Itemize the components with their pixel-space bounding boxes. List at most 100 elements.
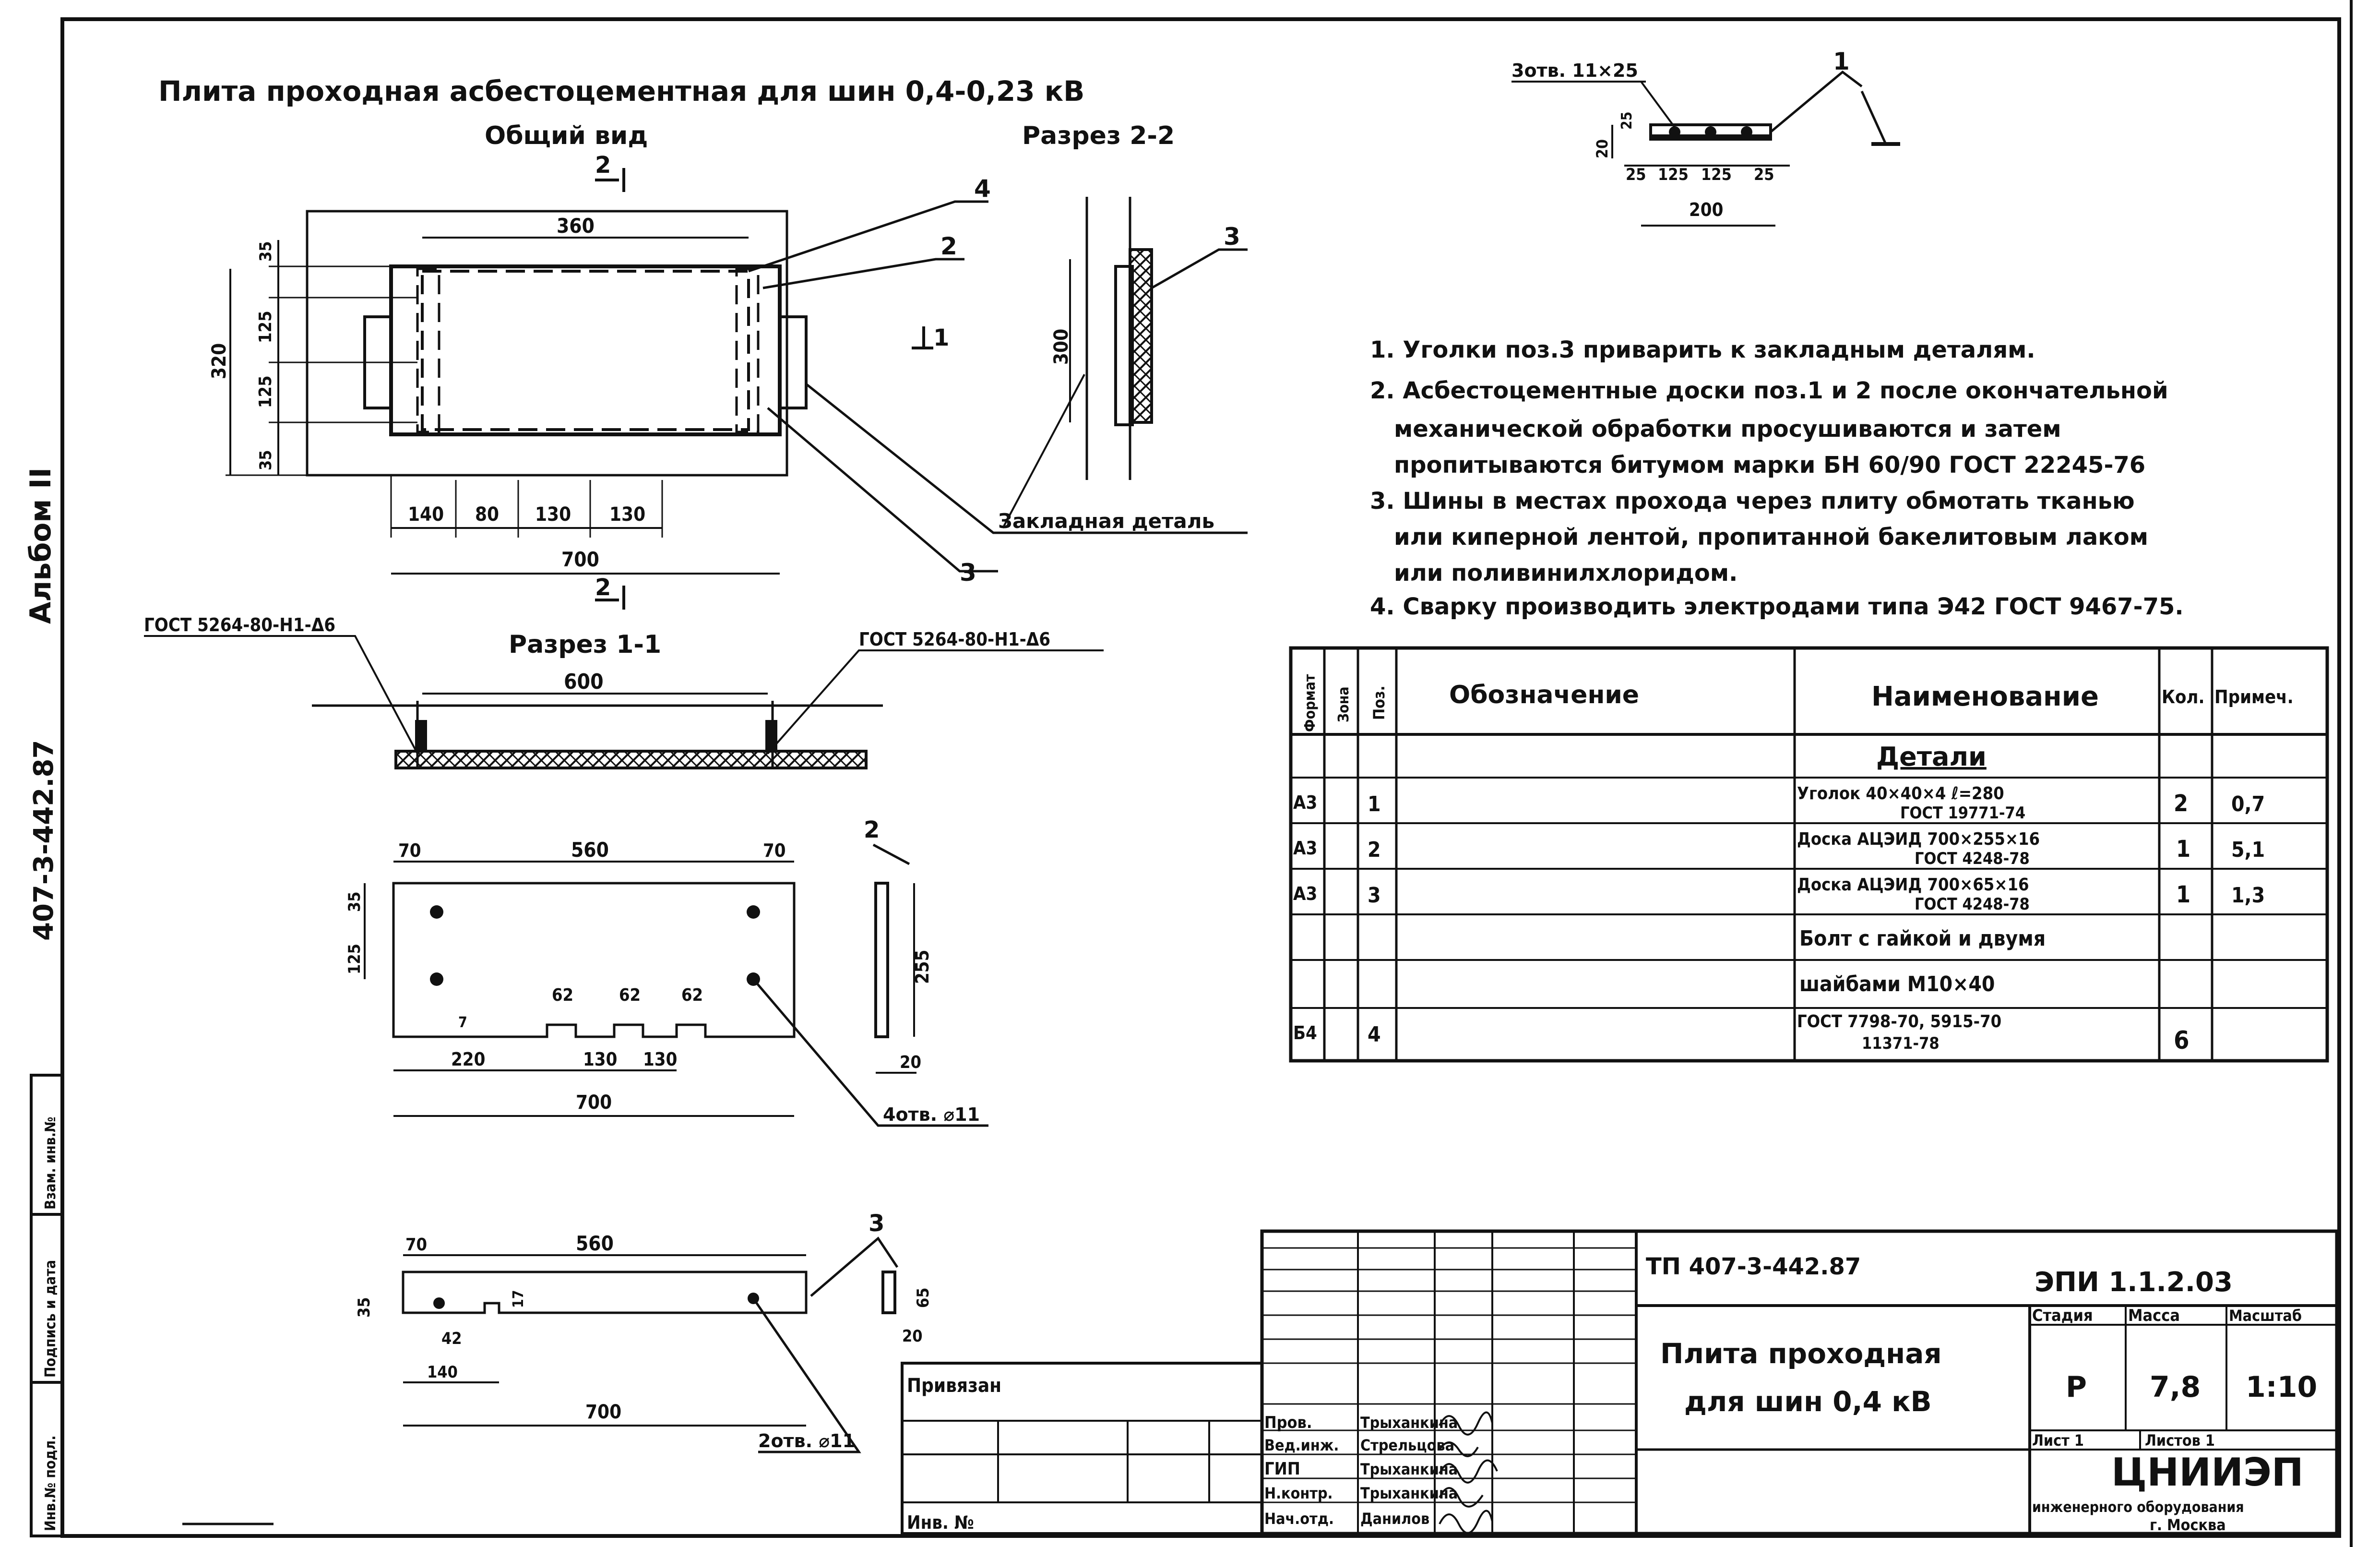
row1-name2: ГОСТ 19771-74 bbox=[1900, 803, 2025, 823]
callout-4: 4 bbox=[974, 175, 991, 203]
name-2: Стрельцова bbox=[1360, 1436, 1454, 1454]
hdr-qty: Кол. bbox=[2162, 686, 2204, 708]
stamp-inv: Инв.№ подл. bbox=[42, 1436, 59, 1531]
part-3-board: 70 560 35 42 140 17 700 65 20 3 2отв. ⌀1… bbox=[355, 1210, 933, 1453]
mark-1: 1 bbox=[933, 324, 949, 351]
heading-general-view: Общий вид bbox=[485, 121, 648, 150]
dim-125-b-angle: 125 bbox=[1701, 165, 1732, 184]
part-1-angle: 3отв. 11×25 1 20 25 25 125 125 25 200 bbox=[1511, 48, 1900, 227]
dim-360: 360 bbox=[557, 214, 595, 238]
section-details: Детали bbox=[1876, 742, 1987, 772]
note-4: 4. Сварку производить электродами типа Э… bbox=[1370, 593, 2184, 620]
dim-125-a: 125 bbox=[256, 311, 275, 343]
dim-220: 220 bbox=[451, 1049, 485, 1070]
dim-700: 700 bbox=[561, 548, 599, 571]
row1-note: 0,7 bbox=[2231, 792, 2265, 816]
row6-name1: ГОСТ 7798-70, 5915-70 bbox=[1797, 1012, 2001, 1031]
row2-pos: 2 bbox=[1368, 838, 1381, 862]
dim-125-b: 125 bbox=[256, 375, 275, 408]
dim-125-part2: 125 bbox=[345, 944, 364, 974]
callout-2: 2 bbox=[940, 232, 957, 260]
signature-2 bbox=[1439, 1441, 1479, 1457]
dim-300: 300 bbox=[1050, 329, 1072, 365]
dim-20-part3: 20 bbox=[902, 1327, 923, 1346]
project-code: ТП 407-3-442.87 bbox=[1646, 1253, 1861, 1280]
mark-2-bottom: 2 bbox=[595, 574, 611, 601]
row3-format: А3 bbox=[1293, 883, 1317, 904]
scale-header: Масштаб bbox=[2229, 1307, 2302, 1325]
row2-note: 5,1 bbox=[2231, 838, 2265, 862]
dim-560-part3: 560 bbox=[576, 1232, 614, 1255]
left-margin: Альбом II 407-3-442.87 Инв.№ подл. Подпи… bbox=[24, 468, 64, 1537]
stage-header: Стадия bbox=[2032, 1306, 2093, 1325]
role-5: Нач.отд. bbox=[1264, 1510, 1334, 1528]
dim-130-b: 130 bbox=[609, 504, 645, 526]
heading-section-22: Разрез 2-2 bbox=[1022, 121, 1175, 150]
sheet-code: ЭПИ 1.1.2.03 bbox=[2035, 1267, 2233, 1298]
name-3: Трыханкина bbox=[1360, 1460, 1458, 1478]
note-3c: или поливинилхлоридом. bbox=[1394, 560, 1737, 587]
row6-format: Б4 bbox=[1293, 1022, 1317, 1043]
callout-3-section: 3 bbox=[1224, 223, 1240, 251]
note-2a: 2. Асбестоцементные доски поз.1 и 2 посл… bbox=[1370, 377, 2168, 404]
holes-3: 3отв. 11×25 bbox=[1511, 60, 1638, 81]
row1-qty: 2 bbox=[2174, 790, 2188, 817]
dim-600: 600 bbox=[564, 670, 604, 694]
dim-700-part3: 700 bbox=[585, 1401, 621, 1423]
notes: 1. Уголки поз.3 приварить к закладным де… bbox=[1370, 336, 2184, 620]
note-2b: механической обработки просушиваются и з… bbox=[1394, 416, 2061, 443]
hdr-pos: Поз. bbox=[1370, 685, 1388, 720]
role-3: ГИП bbox=[1264, 1459, 1300, 1479]
dim-130-d: 130 bbox=[643, 1049, 677, 1070]
note-3a: 3. Шины в местах прохода через плиту обм… bbox=[1370, 488, 2135, 515]
note-1: 1. Уголки поз.3 приварить к закладным де… bbox=[1370, 336, 2035, 363]
sheet-frame bbox=[60, 17, 2341, 1538]
org-city: г. Москва bbox=[2150, 1516, 2226, 1534]
dim-62-b: 62 bbox=[619, 985, 641, 1005]
dim-70-left: 70 bbox=[398, 840, 421, 861]
dim-255: 255 bbox=[912, 950, 933, 984]
album-code: 407-3-442.87 bbox=[28, 740, 60, 941]
hdr-note: Примеч. bbox=[2214, 686, 2294, 708]
hdr-name: Наименование bbox=[1871, 681, 2099, 712]
sheets-total: Листов 1 bbox=[2145, 1431, 2215, 1450]
title-block: Привязан Инв. № Пров. Трыханкина Вед.инж… bbox=[901, 1229, 2339, 1535]
holes-2: 2отв. ⌀11 bbox=[758, 1430, 855, 1451]
dim-35-part2: 35 bbox=[345, 891, 364, 912]
dim-130-a: 130 bbox=[535, 504, 571, 526]
stamp-replace: Взам. инв.№ bbox=[42, 1116, 59, 1210]
row5-name1: шайбами М10×40 bbox=[1799, 972, 1995, 996]
dim-65: 65 bbox=[914, 1287, 933, 1308]
row3-name1: Доска АЦЭИД 700×65×16 bbox=[1797, 875, 2029, 895]
embed-label: Закладная деталь bbox=[998, 509, 1214, 533]
section-2-2: 300 3 bbox=[1002, 197, 1248, 528]
row2-qty: 1 bbox=[2176, 836, 2190, 863]
org-name: ЦНИИЭП bbox=[2111, 1450, 2304, 1495]
row2-format: А3 bbox=[1293, 838, 1317, 859]
heading-section-11: Разрез 1-1 bbox=[509, 630, 661, 659]
inv-label: Инв. № bbox=[907, 1512, 974, 1533]
row6-name2: 11371-78 bbox=[1862, 1034, 1940, 1053]
part-2-board: 70 560 70 35 125 62 62 62 7 220 130 130 … bbox=[345, 816, 988, 1127]
section-1-1: Разрез 1-1 ГОСТ 5264-80-Н1-Δ6 ГОСТ 5264-… bbox=[144, 614, 1104, 769]
general-view: 360 320 35 125 125 35 140 80 130 130 700… bbox=[208, 152, 1248, 610]
dim-320: 320 bbox=[208, 343, 230, 379]
signature-3 bbox=[1439, 1459, 1498, 1484]
dim-17: 17 bbox=[510, 1290, 527, 1308]
stamp-sign: Подпись и дата bbox=[42, 1260, 59, 1378]
hdr-zone: Зона bbox=[1335, 686, 1352, 722]
callout-1: 1 bbox=[1833, 48, 1850, 75]
dim-560: 560 bbox=[571, 838, 609, 862]
signature-5 bbox=[1439, 1510, 1493, 1534]
dim-20-part2: 20 bbox=[900, 1053, 921, 1072]
dim-140: 140 bbox=[408, 504, 444, 526]
row3-pos: 3 bbox=[1368, 883, 1381, 908]
signature-4 bbox=[1439, 1487, 1484, 1508]
mass-value: 7,8 bbox=[2150, 1370, 2201, 1404]
dim-200: 200 bbox=[1689, 199, 1723, 220]
album-label: Альбом II bbox=[24, 468, 58, 624]
dim-25-left: 25 bbox=[1626, 165, 1646, 184]
row1-format: А3 bbox=[1293, 792, 1317, 813]
row1-name1: Уголок 40×40×4 ℓ=280 bbox=[1797, 784, 2004, 803]
